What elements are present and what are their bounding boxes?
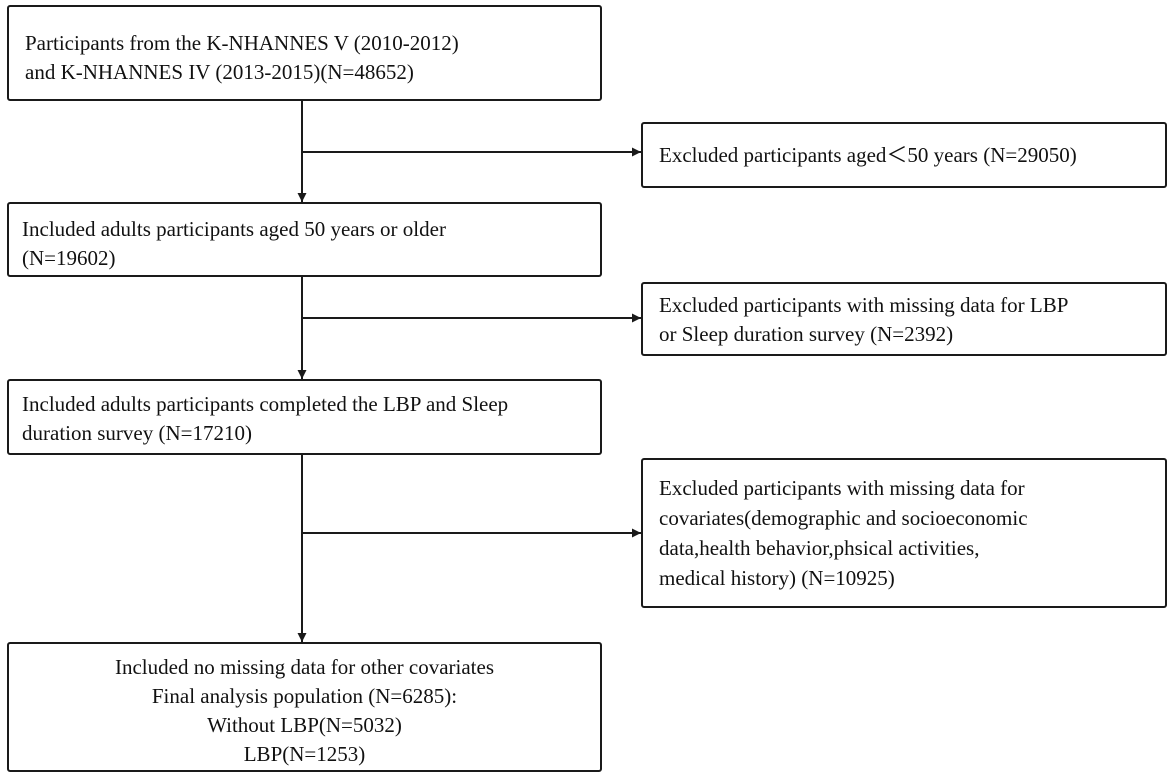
- box-excluded-covariates-line-3: data,health behavior,phsical activities,: [659, 536, 980, 560]
- box-excluded-age-line-1: Excluded participants aged＜50 years (N=2…: [659, 143, 1077, 167]
- box-final-line-3: Without LBP(N=5032): [207, 713, 402, 737]
- box-excluded-covariates-line-2: covariates(demographic and socioeconomic: [659, 506, 1028, 530]
- box-start-participants: Participants from the K-NHANNES V (2010-…: [7, 5, 602, 101]
- box-included-survey: Included adults participants completed t…: [7, 379, 602, 455]
- box-final-line-2: Final analysis population (N=6285):: [151, 684, 458, 708]
- box-included-age: Included adults participants aged 50 yea…: [7, 202, 602, 277]
- box-excluded-missing-survey-line-1: Excluded participants with missing data …: [659, 293, 1069, 317]
- box-excluded-covariates-line-4: medical history) (N=10925): [659, 566, 895, 590]
- box-included-survey-line-1: Included adults participants completed t…: [22, 392, 509, 416]
- box-included-age-line-2: (N=19602): [22, 246, 116, 270]
- box-excluded-covariates-line-1: Excluded participants with missing data …: [659, 476, 1025, 500]
- box-final-line-4: LBP(N=1253): [243, 742, 366, 766]
- box-excluded-missing-survey-line-2: or Sleep duration survey (N=2392): [659, 322, 954, 346]
- box-final-population: Included no missing data for other covar…: [7, 642, 602, 772]
- box-start-line-1: Participants from the K-NHANNES V (2010-…: [25, 31, 459, 55]
- box-included-survey-line-2: duration survey (N=17210): [22, 421, 252, 445]
- box-excluded-covariates: Excluded participants with missing data …: [641, 458, 1167, 608]
- box-included-age-line-1: Included adults participants aged 50 yea…: [22, 217, 446, 241]
- box-final-line-1: Included no missing data for other covar…: [114, 655, 495, 679]
- box-start-line-2: and K-NHANNES IV (2013-2015)(N=48652): [25, 60, 414, 84]
- box-excluded-age: Excluded participants aged＜50 years (N=2…: [641, 122, 1167, 188]
- box-excluded-missing-survey: Excluded participants with missing data …: [641, 282, 1167, 356]
